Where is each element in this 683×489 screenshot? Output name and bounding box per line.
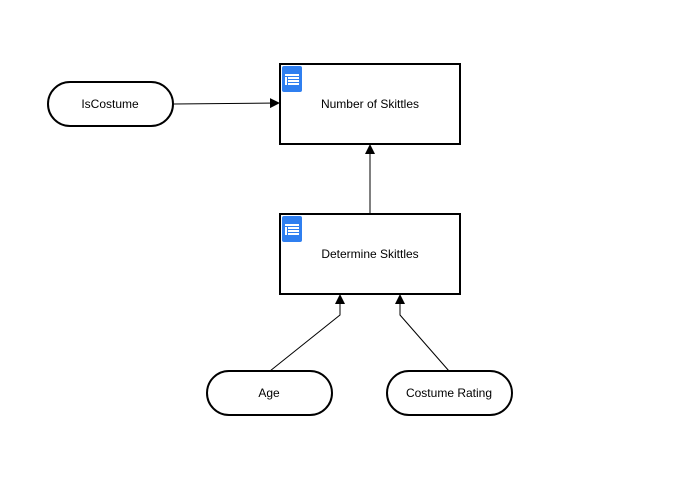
input-label: Costume Rating — [406, 386, 492, 400]
decision-determine-skittles[interactable]: Determine Skittles — [279, 213, 461, 295]
decision-number-of-skittles[interactable]: Number of Skittles — [279, 63, 461, 145]
input-label: Age — [258, 386, 280, 400]
edge-age-to-determine-skittles[interactable] — [269, 294, 345, 372]
input-age[interactable]: Age — [206, 370, 333, 416]
input-costume-rating[interactable]: Costume Rating — [386, 370, 513, 416]
decision-label: Determine Skittles — [321, 247, 418, 261]
edge-costume-rating-to-determine-skittles[interactable] — [395, 294, 450, 372]
table-icon — [282, 66, 302, 92]
edges — [173, 98, 450, 372]
decision-label: Number of Skittles — [321, 97, 419, 111]
edge-iscostume-to-number-of-skittles[interactable] — [173, 98, 280, 109]
input-label: IsCostume — [81, 97, 139, 111]
input-iscostume[interactable]: IsCostume — [47, 81, 174, 127]
table-icon — [282, 216, 302, 242]
